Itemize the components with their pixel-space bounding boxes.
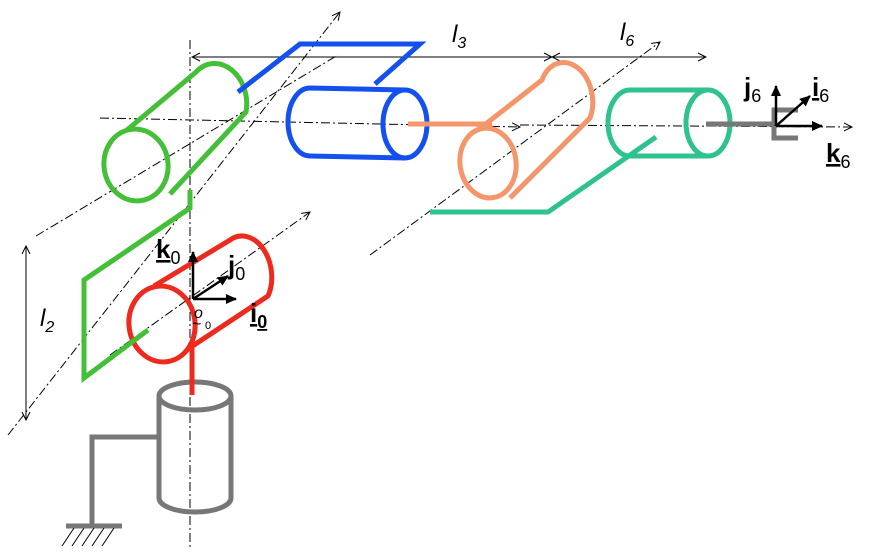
- base-cylinder-top: [156, 379, 234, 413]
- label-frame6-k: k6: [826, 138, 850, 172]
- robot-base: [66, 379, 234, 529]
- label-frame0-origin-sub: 0: [205, 320, 211, 332]
- link5-arm: [430, 134, 658, 215]
- label-frame0-i: i0: [250, 298, 267, 332]
- label-l2: l2: [40, 305, 54, 336]
- construction-axes: [7, 12, 852, 548]
- axis-joint5-diagonal: [369, 42, 660, 256]
- label-frame0-origin-tilde: ~: [192, 316, 201, 333]
- link4-orange: [408, 60, 596, 201]
- link3-blue: [236, 41, 430, 161]
- link2-cylinder-body: [125, 61, 250, 196]
- axis-link3-diagonal-upper: [35, 54, 339, 237]
- ground-hatching: [61, 527, 115, 547]
- frame0-axes: [188, 251, 237, 304]
- link3-arm: [236, 41, 427, 94]
- label-l6: l6: [620, 19, 634, 50]
- label-l3: l3: [452, 21, 466, 52]
- link4-cylinder-body: [476, 60, 596, 200]
- base-cylinder-side: [156, 396, 234, 515]
- link1-red: [126, 233, 275, 395]
- link2-cylinder-front: [101, 126, 171, 204]
- link1-cylinder-front: [126, 283, 198, 365]
- ground-bracket: [89, 434, 158, 526]
- label-frame6-j: j6: [743, 72, 761, 106]
- link4-cylinder-front: [457, 125, 519, 201]
- label-frame0-origin: o: [194, 305, 203, 322]
- label-frame0-j: j0: [227, 250, 245, 284]
- frame0-j-arrow: [192, 274, 229, 301]
- link2-arm: [81, 190, 193, 383]
- frame6-i-arrow: [775, 95, 811, 127]
- link3-cylinder-body: [285, 85, 406, 161]
- frame6-axes: [771, 85, 823, 131]
- label-frame6-i: i6: [812, 72, 829, 106]
- axis-link3-horizontal: [99, 117, 520, 127]
- dimensions: [26, 57, 706, 420]
- link5-cylinder-body: [605, 87, 708, 159]
- label-frame0-k: k0: [156, 234, 180, 268]
- link5-teal: [430, 87, 733, 215]
- axis-joint2-diagonal: [7, 12, 340, 436]
- link2-green: [81, 61, 250, 383]
- end-effector-gripper: [771, 107, 798, 141]
- link1-cylinder-body: [152, 233, 275, 352]
- end-effector: [706, 107, 798, 141]
